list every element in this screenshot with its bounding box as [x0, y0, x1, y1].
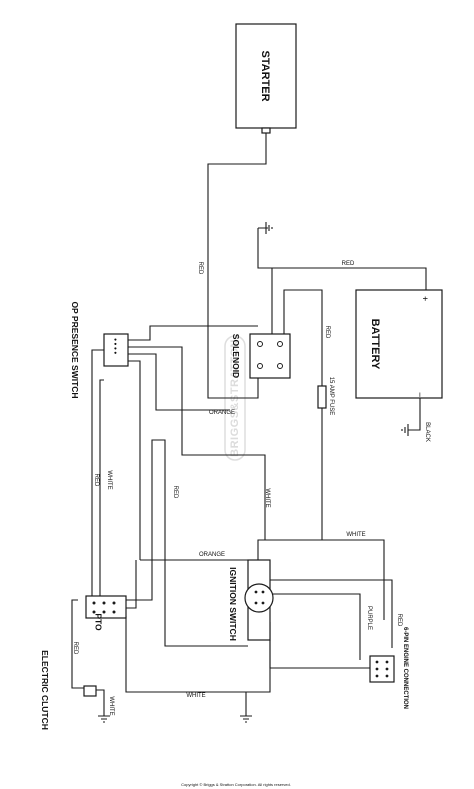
- wire-network: [71, 131, 427, 716]
- wire-labels: RED RED RED ORANGE BLACK RED WHITE RED W…: [72, 261, 430, 716]
- fuse: 15 AMP FUSE: [317, 370, 334, 418]
- wire-solenoid-ground: [257, 228, 273, 334]
- pto-switch: PTO: [85, 595, 127, 631]
- pto-label: PTO: [94, 613, 104, 631]
- wire-pto-white: [99, 379, 104, 600]
- wire-clutch-red: [71, 599, 88, 689]
- op-presence-switch: ● ● ● ● OP PRESENCE SWITCH: [70, 301, 129, 399]
- wire-ignition-white: [270, 579, 393, 648]
- ground-symbol: [258, 222, 273, 234]
- battery-negative-terminal: −: [415, 392, 425, 397]
- wire-battery-positive: [272, 267, 427, 290]
- wire-ignition-purple: [270, 593, 361, 660]
- wire-label-white: WHITE: [264, 488, 270, 507]
- wire-op-switch-b: [128, 353, 230, 411]
- wire-pto-red: [91, 349, 104, 600]
- engine-connection-label: 6-PIN ENGINE CONNECTION: [402, 627, 408, 709]
- starter: STARTER: [235, 23, 297, 134]
- op-presence-switch-label: OP PRESENCE SWITCH: [70, 301, 80, 398]
- wire-op-switch-c: [128, 360, 141, 560]
- solenoid: SOLENOID: [231, 333, 291, 379]
- copyright-footer: Copyright © Briggs & Stratton Corporatio…: [181, 782, 291, 787]
- battery-positive-terminal: +: [420, 296, 430, 301]
- wire-label-purple: PURPLE: [366, 606, 372, 630]
- battery: BATTERY + −: [355, 289, 443, 399]
- wire-label-red: RED: [72, 642, 78, 655]
- wire-solenoid-fuse: [283, 289, 323, 370]
- wire-pto-right: [126, 560, 137, 609]
- svg-text:● ● ● ●: ● ● ● ●: [112, 338, 118, 354]
- electric-clutch: ELECTRIC CLUTCH: [40, 650, 97, 730]
- wire-label-red: RED: [396, 614, 402, 627]
- wire-label-red: RED: [93, 474, 99, 487]
- wire-ignition-bottom: [269, 622, 370, 669]
- wire-orange: [140, 539, 385, 620]
- wire-op-switch-top: [128, 325, 258, 341]
- wire-label-white: WHITE: [108, 696, 114, 715]
- wire-label-red: RED: [172, 486, 178, 499]
- electric-clutch-label: ELECTRIC CLUTCH: [40, 650, 50, 730]
- ignition-switch: IGNITION SWITCH: [228, 559, 274, 641]
- wire-bottom-white: [125, 616, 271, 693]
- battery-label: BATTERY: [369, 319, 381, 370]
- ground-symbol: [98, 715, 110, 723]
- ground-symbol: [401, 424, 412, 436]
- wire-label-white: WHITE: [346, 532, 365, 538]
- wire-op-switch-a: [128, 346, 266, 540]
- solenoid-label: SOLENOID: [231, 334, 241, 378]
- wire-clutch-white: [95, 689, 105, 716]
- wire-label-orange: ORANGE: [209, 410, 235, 416]
- ignition-switch-label: IGNITION SWITCH: [228, 567, 238, 641]
- wire-battery-negative: [412, 398, 421, 431]
- wire-starter-solenoid: [207, 131, 267, 399]
- ground-symbol: [240, 715, 252, 723]
- wire-label-red: RED: [197, 262, 203, 275]
- starter-label: STARTER: [259, 50, 271, 101]
- wire-label-white: WHITE: [106, 470, 112, 489]
- wire-pto-ignition: [126, 439, 248, 647]
- wire-label-red: RED: [342, 261, 355, 267]
- wire-label-white: WHITE: [186, 693, 205, 699]
- wire-label-black: BLACK: [424, 422, 430, 442]
- wire-label-orange: ORANGE: [199, 552, 225, 558]
- wire-label-red: RED: [324, 326, 330, 339]
- fuse-label: 15 AMP FUSE: [328, 377, 334, 416]
- engine-connection: 6-PIN ENGINE CONNECTION: [369, 627, 408, 709]
